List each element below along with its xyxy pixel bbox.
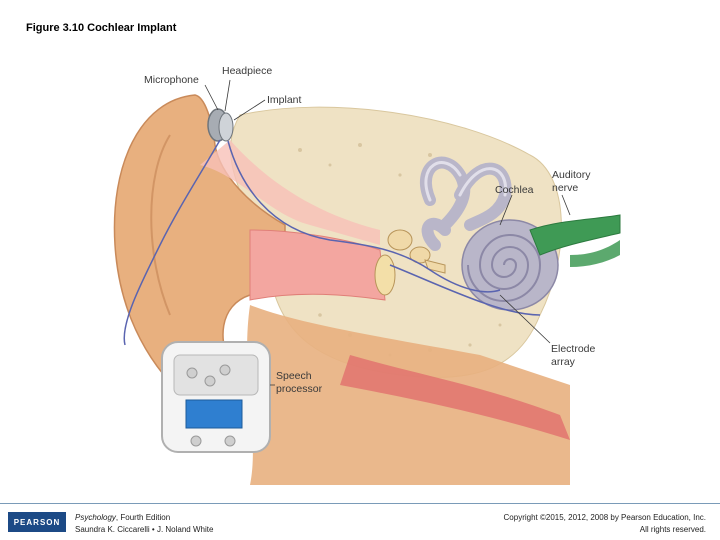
muscle-layer bbox=[340, 355, 570, 440]
footer-copyright: Copyright ©2015, 2012, 2008 by Pearson E… bbox=[504, 512, 706, 536]
footer-rights: All rights reserved. bbox=[639, 525, 706, 534]
footer-book-title: Psychology bbox=[75, 513, 116, 522]
label-auditory-nerve: Auditory nerve bbox=[552, 169, 591, 195]
label-headpiece: Headpiece bbox=[222, 65, 273, 77]
footer-divider bbox=[0, 503, 720, 504]
label-implant: Implant bbox=[267, 94, 302, 106]
footer-book-edition: , Fourth Edition bbox=[115, 513, 171, 522]
label-electrode-array-line1: Electrode bbox=[551, 343, 596, 355]
pinna-fold bbox=[150, 134, 171, 316]
footer-copyright-line: Copyright ©2015, 2012, 2008 by Pearson E… bbox=[503, 513, 706, 522]
label-auditory-nerve-line2: nerve bbox=[552, 182, 579, 194]
label-auditory-nerve-line1: Auditory bbox=[552, 169, 591, 181]
label-electrode-array: Electrode array bbox=[551, 343, 595, 369]
ossicles bbox=[387, 229, 446, 274]
canal-wall-upper bbox=[200, 140, 380, 245]
auditory-nerve bbox=[529, 214, 621, 256]
footer-authors: Saundra K. Ciccarelli • J. Noland White bbox=[75, 525, 214, 534]
ear-canal bbox=[249, 229, 386, 301]
auditory-nerve-branch bbox=[570, 240, 620, 267]
cochlear-implant-illustration bbox=[113, 79, 621, 485]
pearson-logo: PEARSON bbox=[8, 512, 66, 532]
label-electrode-array-line2: array bbox=[551, 356, 575, 368]
label-speech-processor-line2: processor bbox=[276, 383, 323, 395]
label-cochlea: Cochlea bbox=[495, 184, 534, 196]
implant-wires bbox=[123, 139, 541, 346]
label-speech-processor: Speech processor bbox=[276, 370, 322, 396]
footer-book-info: Psychology, Fourth Edition Saundra K. Ci… bbox=[75, 512, 213, 536]
figure-title: Figure 3.10 Cochlear Implant bbox=[26, 22, 177, 34]
speech-processor-device bbox=[161, 341, 271, 453]
cochlea-shape bbox=[461, 219, 559, 311]
semicircular-canals-highlight bbox=[424, 161, 508, 202]
label-microphone: Microphone bbox=[144, 74, 199, 86]
label-speech-processor-line1: Speech bbox=[276, 370, 312, 382]
eardrum bbox=[374, 254, 396, 296]
headpiece-device bbox=[207, 108, 234, 142]
footer-book-line: Psychology, Fourth Edition bbox=[75, 512, 213, 524]
leader-lines bbox=[204, 79, 571, 386]
